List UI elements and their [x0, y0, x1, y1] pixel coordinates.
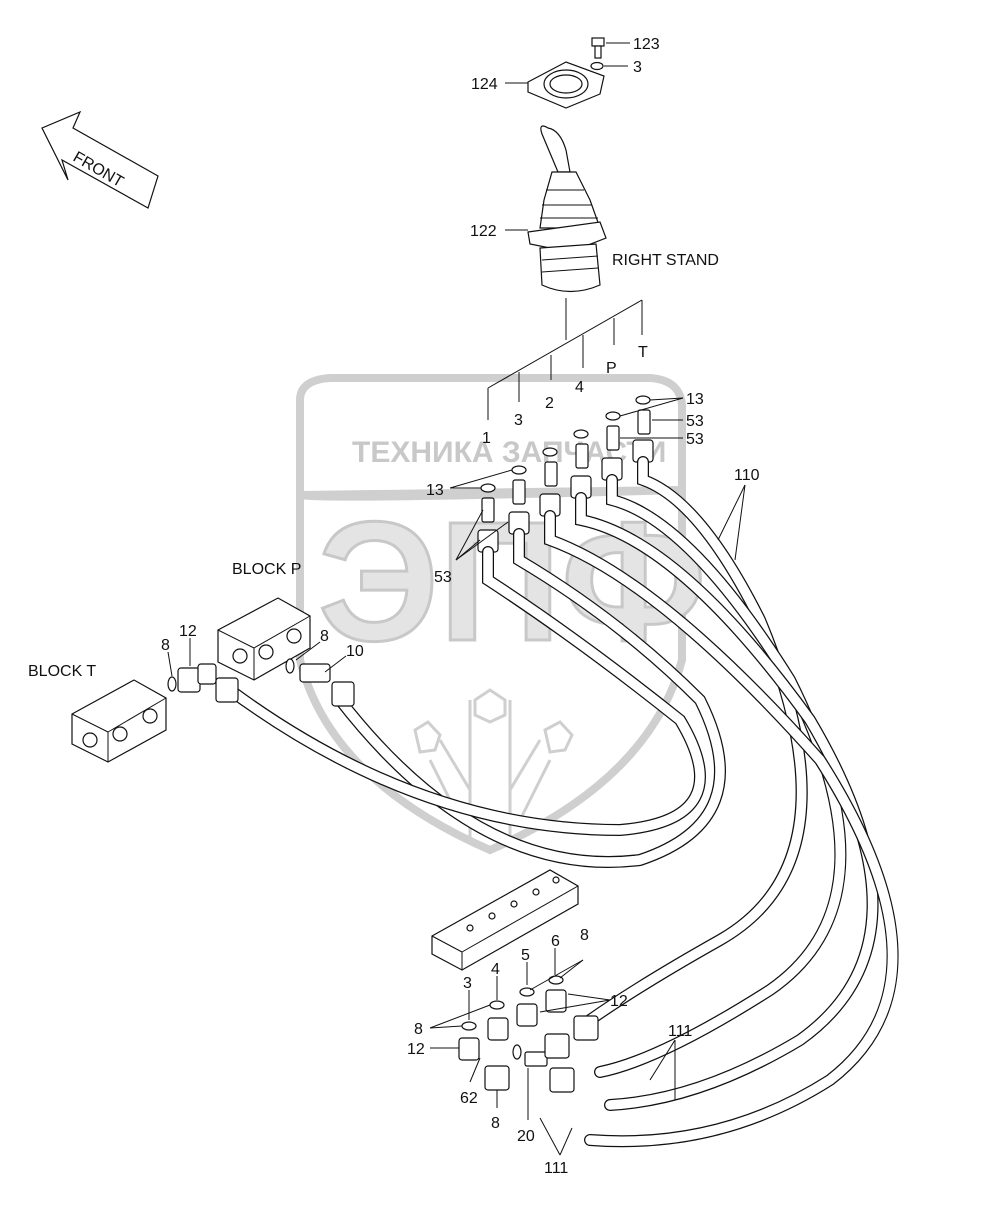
callout-122: 122 — [470, 223, 497, 240]
callout-3-bottom: 3 — [463, 975, 472, 992]
front-arrow: FRONT — [41, 110, 159, 209]
callout-111-bottom: 111 — [544, 1160, 568, 1177]
port-label-3: 3 — [514, 412, 523, 429]
callout-53-left: 53 — [434, 569, 452, 586]
callout-123: 123 — [633, 36, 660, 53]
callout-124: 124 — [471, 76, 498, 93]
callout-110: 110 — [734, 467, 760, 484]
callout-10: 10 — [346, 643, 364, 660]
callout-13-top: 13 — [686, 391, 704, 408]
block-p-label: BLOCK P — [232, 561, 301, 578]
port-label-top-p: P — [606, 360, 617, 377]
callout-8-bottom-right: 8 — [580, 927, 589, 944]
port-leader-lines — [487, 298, 643, 420]
o-rings-13 — [480, 395, 651, 493]
callout-62: 62 — [460, 1090, 478, 1107]
port-label-2: 2 — [545, 395, 554, 412]
adapters-53 — [481, 409, 651, 523]
port-label-top-4: 4 — [575, 379, 584, 396]
callout-8-block-p: 8 — [320, 628, 329, 645]
hoses-110 — [224, 456, 899, 1148]
callout-4-bottom: 4 — [491, 961, 500, 978]
washer-3 — [590, 61, 604, 71]
callout-5-bottom: 5 — [521, 947, 530, 964]
callout-111-right: 111 — [668, 1023, 692, 1040]
callout-8-block-t: 8 — [161, 637, 170, 654]
hose-nuts-top — [477, 439, 654, 553]
callout-12-block: 12 — [179, 623, 197, 640]
watermark-wheat-icon — [413, 688, 574, 840]
block-t — [71, 679, 167, 763]
bottom-fittings — [458, 975, 599, 1093]
port-label-1: 1 — [482, 430, 491, 447]
callout-12-bottom-left: 12 — [407, 1041, 425, 1058]
callout-8-bottom-mid: 8 — [491, 1115, 500, 1132]
callout-13-left: 13 — [426, 482, 444, 499]
callout-12-bottom-right: 12 — [610, 993, 628, 1010]
block-t-label: BLOCK T — [28, 663, 96, 680]
bolt-123 — [591, 37, 605, 59]
port-label-top-t: T — [638, 344, 648, 361]
joystick-122 — [527, 125, 607, 293]
block-p — [217, 597, 311, 681]
callout-8-bottom-left: 8 — [414, 1021, 423, 1038]
bottom-port-leaders — [468, 948, 556, 1020]
callout-6-bottom: 6 — [551, 933, 560, 950]
distribution-block — [431, 869, 579, 971]
right-stand-label: RIGHT STAND — [612, 252, 719, 269]
callout-53-top: 53 — [686, 413, 704, 430]
block-fittings — [167, 658, 355, 707]
plate-124 — [527, 61, 605, 109]
callout-53-mid: 53 — [686, 431, 704, 448]
callout-20: 20 — [517, 1128, 535, 1145]
callout-3: 3 — [633, 59, 642, 76]
